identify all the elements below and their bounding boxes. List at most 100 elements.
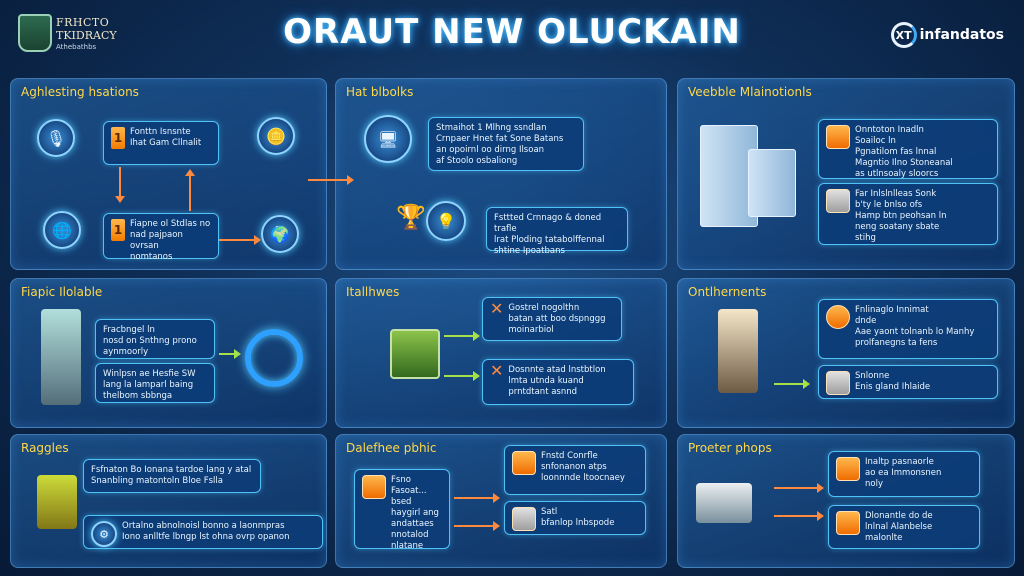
- logo-line-2: TKIDRACY: [56, 29, 117, 42]
- monitor-icon: [826, 371, 850, 395]
- building-icon: [748, 149, 796, 217]
- card-text: Onntoton Inadln Soailoc ln Pgnatilom fas…: [855, 125, 953, 179]
- ring-icon: [245, 329, 303, 387]
- process-card-1[interactable]: 1 Fonttn Isnsnte Ihat Gam Cllnalit: [103, 121, 219, 165]
- package-icon: [362, 475, 386, 499]
- coin-icon: [826, 305, 850, 329]
- card-text: Dosnnte atad lnstbtlon lmta utnda kuand …: [508, 365, 606, 397]
- step-2-icon: 1: [111, 219, 125, 241]
- logo-line-3: Athebathbs: [56, 43, 97, 51]
- panel-title: Aghlesting hsations: [21, 85, 139, 99]
- arrow-right: [454, 493, 500, 503]
- panel-title: Proeter phops: [688, 441, 772, 455]
- info-card-1[interactable]: Inaltp pasnaorle ao ea Immonsnen noly: [828, 451, 980, 497]
- document-icon: [512, 507, 536, 531]
- card-text: Satl bfanlop lnbspode: [541, 507, 615, 528]
- panel-3: Veebble Mlainotionls Onntoton Inadln Soa…: [677, 78, 1015, 270]
- arrow-right: [444, 331, 480, 341]
- panel-title: Dalefhee pbhic: [346, 441, 437, 455]
- info-card-3[interactable]: Satl bfanlop lnbspode: [504, 501, 646, 535]
- chip-icon: [390, 329, 440, 379]
- box-icon: [836, 511, 860, 535]
- panel-title: Itallhwes: [346, 285, 400, 299]
- info-card-2[interactable]: Fsttted Crnnago & doned trafle lrat Plod…: [486, 207, 628, 256]
- coin-icon: 🪙: [257, 117, 295, 155]
- earth-icon: 🌍: [261, 215, 299, 253]
- card-text: Inaltp pasnaorle ao ea Immonsnen noly: [865, 457, 942, 489]
- arrow-right: [774, 511, 824, 521]
- panel-title: Ontlhernents: [688, 285, 767, 299]
- lightbulb-icon: 💡: [426, 201, 466, 241]
- info-card-1[interactable]: Onntoton Inadln Soailoc ln Pgnatilom fas…: [818, 119, 998, 179]
- card-text: Far Inlslnlleas Sonk b'ty le bnlso ofs H…: [855, 189, 947, 243]
- panel-title: Fiapic Ilolable: [21, 285, 103, 299]
- arrow-right: [219, 349, 241, 359]
- arrow-right: [219, 235, 261, 245]
- panel-8: Dalefhee pbhic Fsno Fasoat... bsed haygi…: [335, 434, 667, 568]
- panel-title: Raggles: [21, 441, 69, 455]
- info-card-1[interactable]: Fnlinaglo Innimat dnde Aae yaont tolnanb…: [818, 299, 998, 359]
- page-title: ORAUT NEW OLUCKAIN: [283, 12, 741, 52]
- panel-title: Hat blbolks: [346, 85, 414, 99]
- step-1-icon: 1: [111, 127, 125, 149]
- arrow-right: [774, 379, 810, 389]
- info-card-2[interactable]: Far Inlslnlleas Sonk b'ty le bnlso ofs H…: [818, 183, 998, 245]
- brand-mark-icon: XT: [890, 22, 917, 48]
- card-text: Fiapne ol Stdlas no nad pajpaon ovrsan n…: [130, 219, 211, 262]
- card-text: Fnstd Conrfle snfonanon atps loonnnde lt…: [541, 451, 625, 483]
- info-card-1[interactable]: Fsfnaton Bo Ionana tardoe lang y atal Sn…: [83, 459, 261, 493]
- x-icon: ✕: [490, 361, 504, 380]
- server-icon: 🖥: [364, 115, 412, 163]
- info-card-2[interactable]: ⚙ Ortalno abnolnoisl bonno a laonmpras I…: [83, 515, 323, 549]
- machine-tower-icon: [718, 309, 758, 393]
- info-card-2[interactable]: Winlpsn ae Hesfie SW lang la lamparl bai…: [95, 363, 215, 403]
- card-text: Fracbngel ln nosd on Snthng prono aynmoo…: [103, 325, 197, 357]
- globe-icon: 🌐: [43, 211, 81, 249]
- info-card-1[interactable]: ✕ Gostrel nogolthn batan att boo dspnggg…: [482, 297, 622, 341]
- arrow-right: [774, 483, 824, 493]
- card-text: Gostrel nogolthn batan att boo dspnggg m…: [508, 303, 606, 335]
- x-icon: ✕: [490, 299, 504, 318]
- food-box-icon: [826, 189, 850, 213]
- logo-line-1: FRHCTO: [56, 16, 110, 29]
- arrow-right: [454, 521, 500, 531]
- card-text: Stmaihot 1 Mlhng ssndlan Crnpaer Hnet fa…: [436, 123, 564, 166]
- info-card-1[interactable]: Fracbngel ln nosd on Snthng prono aynmoo…: [95, 319, 215, 359]
- card-text: Dlonantle do de lnlnal Alanbelse malonlt…: [865, 511, 933, 543]
- card-text: Ortalno abnolnoisl bonno a laonmpras Ion…: [122, 521, 290, 542]
- arrow-up: [185, 169, 195, 211]
- panel-7: Raggles Fsfnaton Bo Ionana tardoe lang y…: [10, 434, 327, 568]
- info-card-2[interactable]: Fnstd Conrfle snfonanon atps loonnnde lt…: [504, 445, 646, 495]
- panel-9: Proeter phops Inaltp pasnaorle ao ea Imm…: [677, 434, 1015, 568]
- robot-icon: [37, 475, 77, 529]
- panel-5: Itallhwes ✕ Gostrel nogolthn batan att b…: [335, 278, 667, 428]
- card-text: Fsfnaton Bo Ionana tardoe lang y atal Sn…: [91, 465, 252, 486]
- box-icon: [826, 125, 850, 149]
- card-text: Snlonne Enis gland Ihlaide: [855, 371, 931, 392]
- brand-logo: XT infandatos: [890, 20, 1004, 50]
- info-card-2[interactable]: Dlonantle do de lnlnal Alanbelse malonlt…: [828, 505, 980, 549]
- brand-name: infandatos: [919, 27, 1004, 43]
- shield-logo-icon: [18, 14, 52, 52]
- trophy-icon: 🏆: [396, 203, 426, 231]
- logo-left: FRHCTO TKIDRACY Athebathbs: [18, 10, 128, 60]
- card-text: Winlpsn ae Hesfie SW lang la lamparl bai…: [103, 369, 196, 401]
- card-text: Fsttted Crnnago & doned trafle lrat Plod…: [494, 213, 605, 256]
- info-card-2[interactable]: ✕ Dosnnte atad lnstbtlon lmta utnda kuan…: [482, 359, 634, 405]
- info-card-1[interactable]: Stmaihot 1 Mlhng ssndlan Crnpaer Hnet fa…: [428, 117, 584, 171]
- microphone-icon: 🎙: [37, 119, 75, 157]
- card-text: Fsno Fasoat... bsed haygirl ang andattae…: [391, 475, 439, 551]
- arrow-right: [444, 371, 480, 381]
- settings-icon: ⚙: [91, 521, 117, 547]
- panel-4: Fiapic Ilolable Fracbngel ln nosd on Snt…: [10, 278, 327, 428]
- arrow-down: [115, 167, 125, 203]
- checkbox-icon: [836, 457, 860, 481]
- panel-2: Hat blbolks 🖥 🏆 💡 Stmaihot 1 Mlhng ssndl…: [308, 78, 667, 270]
- info-card-1[interactable]: Fsno Fasoat... bsed haygirl ang andattae…: [354, 469, 450, 551]
- box-icon: [512, 451, 536, 475]
- card-text: Fnlinaglo Innimat dnde Aae yaont tolnanb…: [855, 305, 975, 348]
- info-card-2[interactable]: Snlonne Enis gland Ihlaide: [818, 365, 998, 399]
- process-card-2[interactable]: 1 Fiapne ol Stdlas no nad pajpaon ovrsan…: [103, 213, 219, 262]
- arrow-right: [308, 175, 354, 185]
- panel-6: Ontlhernents Fnlinaglo Innimat dnde Aae …: [677, 278, 1015, 428]
